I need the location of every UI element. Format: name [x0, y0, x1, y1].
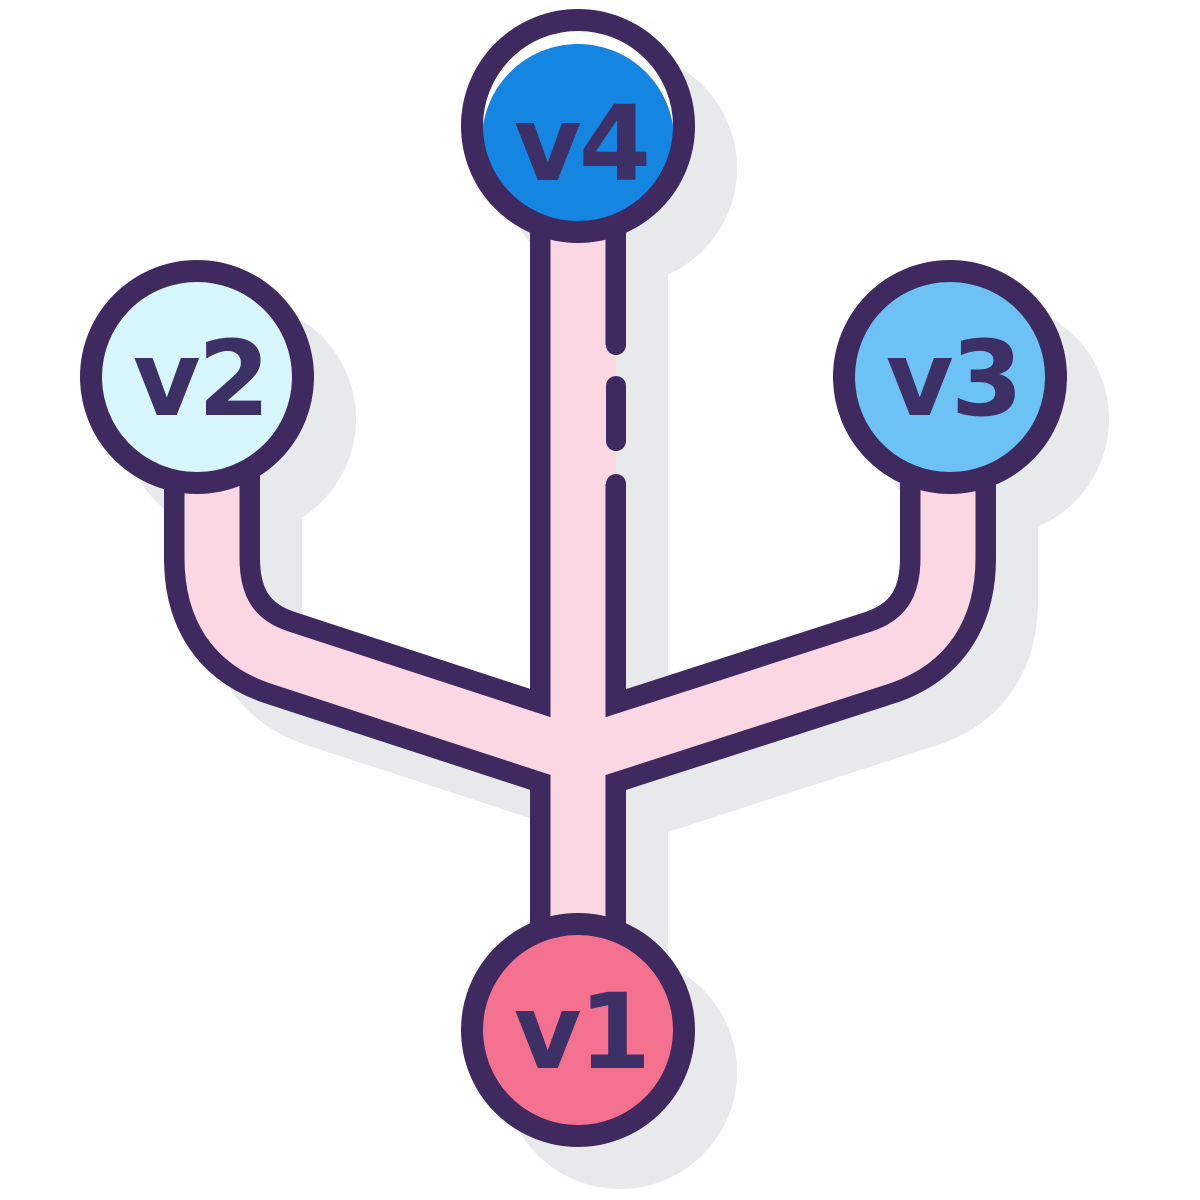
node-v4-ring	[461, 9, 695, 243]
right-branch-shadow	[572, 371, 1038, 845]
trunk-dashed-segment	[597, 335, 627, 495]
node-v3-label: v3	[886, 318, 1020, 440]
left-branch-fill	[184, 349, 606, 783]
node-v2-label: v2	[133, 318, 267, 440]
node-v2-ring	[80, 260, 314, 494]
right-branch-fill	[550, 349, 976, 783]
node-v1	[461, 913, 695, 1147]
branch-fills	[184, 98, 976, 1058]
node-v3-ring	[833, 260, 1067, 494]
node-v4	[461, 9, 695, 243]
node-v1-label: v1	[514, 971, 648, 1093]
node-v3	[833, 260, 1067, 494]
node-v4-label: v4	[514, 83, 648, 205]
node-v2-fill	[101, 281, 293, 473]
node-v3-fill	[854, 281, 1046, 473]
node-labels: v4 v2 v3 v1	[133, 83, 1023, 1093]
node-v1-ring	[461, 913, 695, 1147]
node-v4-fill	[482, 44, 674, 222]
node-v2	[80, 260, 314, 494]
node-v1-fill	[482, 934, 674, 1126]
